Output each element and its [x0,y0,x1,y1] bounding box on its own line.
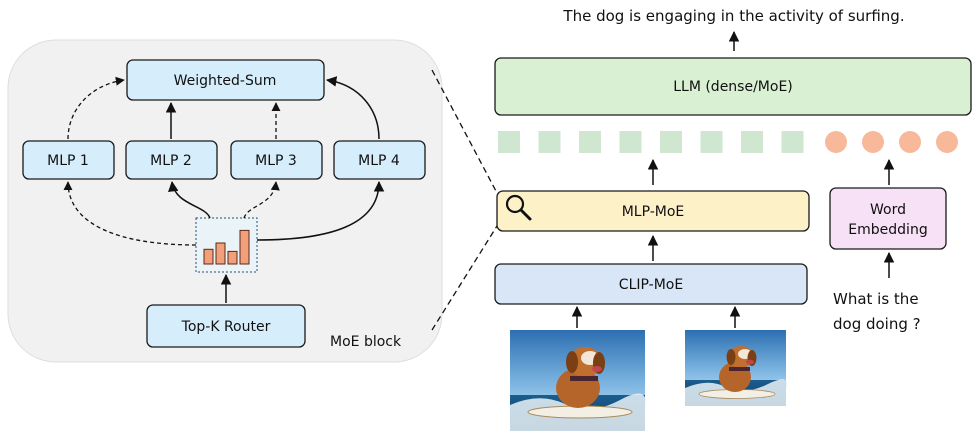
moe-block-panel: MoE block [7,39,443,363]
question-line-2: dog doing ? [833,315,921,333]
router-score-bar [215,242,226,265]
visual-token [660,131,682,153]
zoom-line-bottom [431,225,498,331]
expert-mlp-2: MLP 2 [125,140,218,180]
word-embedding-line-1: Word [870,202,906,218]
clip-moe-box: CLIP-MoE [494,263,808,305]
word-embedding-box: Word Embedding [829,187,947,250]
dog-surfing-image-small [685,330,788,406]
expert-mlp-4: MLP 4 [333,140,426,180]
visual-token [538,131,561,153]
visual-token [741,131,763,153]
moe-arrows [63,76,385,303]
dog-surfing-image [510,330,646,431]
visual-tokens [498,131,804,153]
expert-mlp-3: MLP 3 [230,140,323,180]
clip-moe-label: CLIP-MoE [619,277,683,293]
mlp-moe-box: MLP-MoE [496,190,810,232]
llm-box: LLM (dense/MoE) [494,57,972,116]
text-token [862,131,884,153]
weighted-sum-box: Weighted-Sum [126,59,325,101]
question-line-1: What is the [833,290,919,308]
expert-mlp-1: MLP 1 [22,140,115,180]
expert-label: MLP 4 [358,153,400,169]
router-score-bar [227,250,238,265]
top-k-router-box: Top-K Router [146,304,306,348]
visual-token [619,131,642,153]
expert-label: MLP 3 [255,153,297,169]
visual-token [498,131,520,153]
weighted-sum-label: Weighted-Sum [174,73,277,89]
router-score-bar [203,248,214,265]
moe-block-label: MoE block [330,334,402,350]
text-token [899,131,921,153]
output-text: The dog is engaging in the activity of s… [562,7,904,25]
visual-token [700,131,723,153]
magnifier-icon [505,194,532,221]
expert-label: MLP 1 [47,153,89,169]
zoom-line-top [431,69,498,194]
router-label: Top-K Router [181,319,271,335]
bar-chart-icon [195,217,258,273]
router-score-bar [239,229,250,265]
word-embedding-line-2: Embedding [848,222,927,238]
text-token [825,131,847,153]
visual-token [579,131,601,153]
mlp-moe-label: MLP-MoE [622,204,685,220]
text-token [936,131,958,153]
text-tokens [825,131,958,153]
visual-token [781,131,804,153]
expert-label: MLP 2 [150,153,192,169]
llm-label: LLM (dense/MoE) [673,79,793,95]
